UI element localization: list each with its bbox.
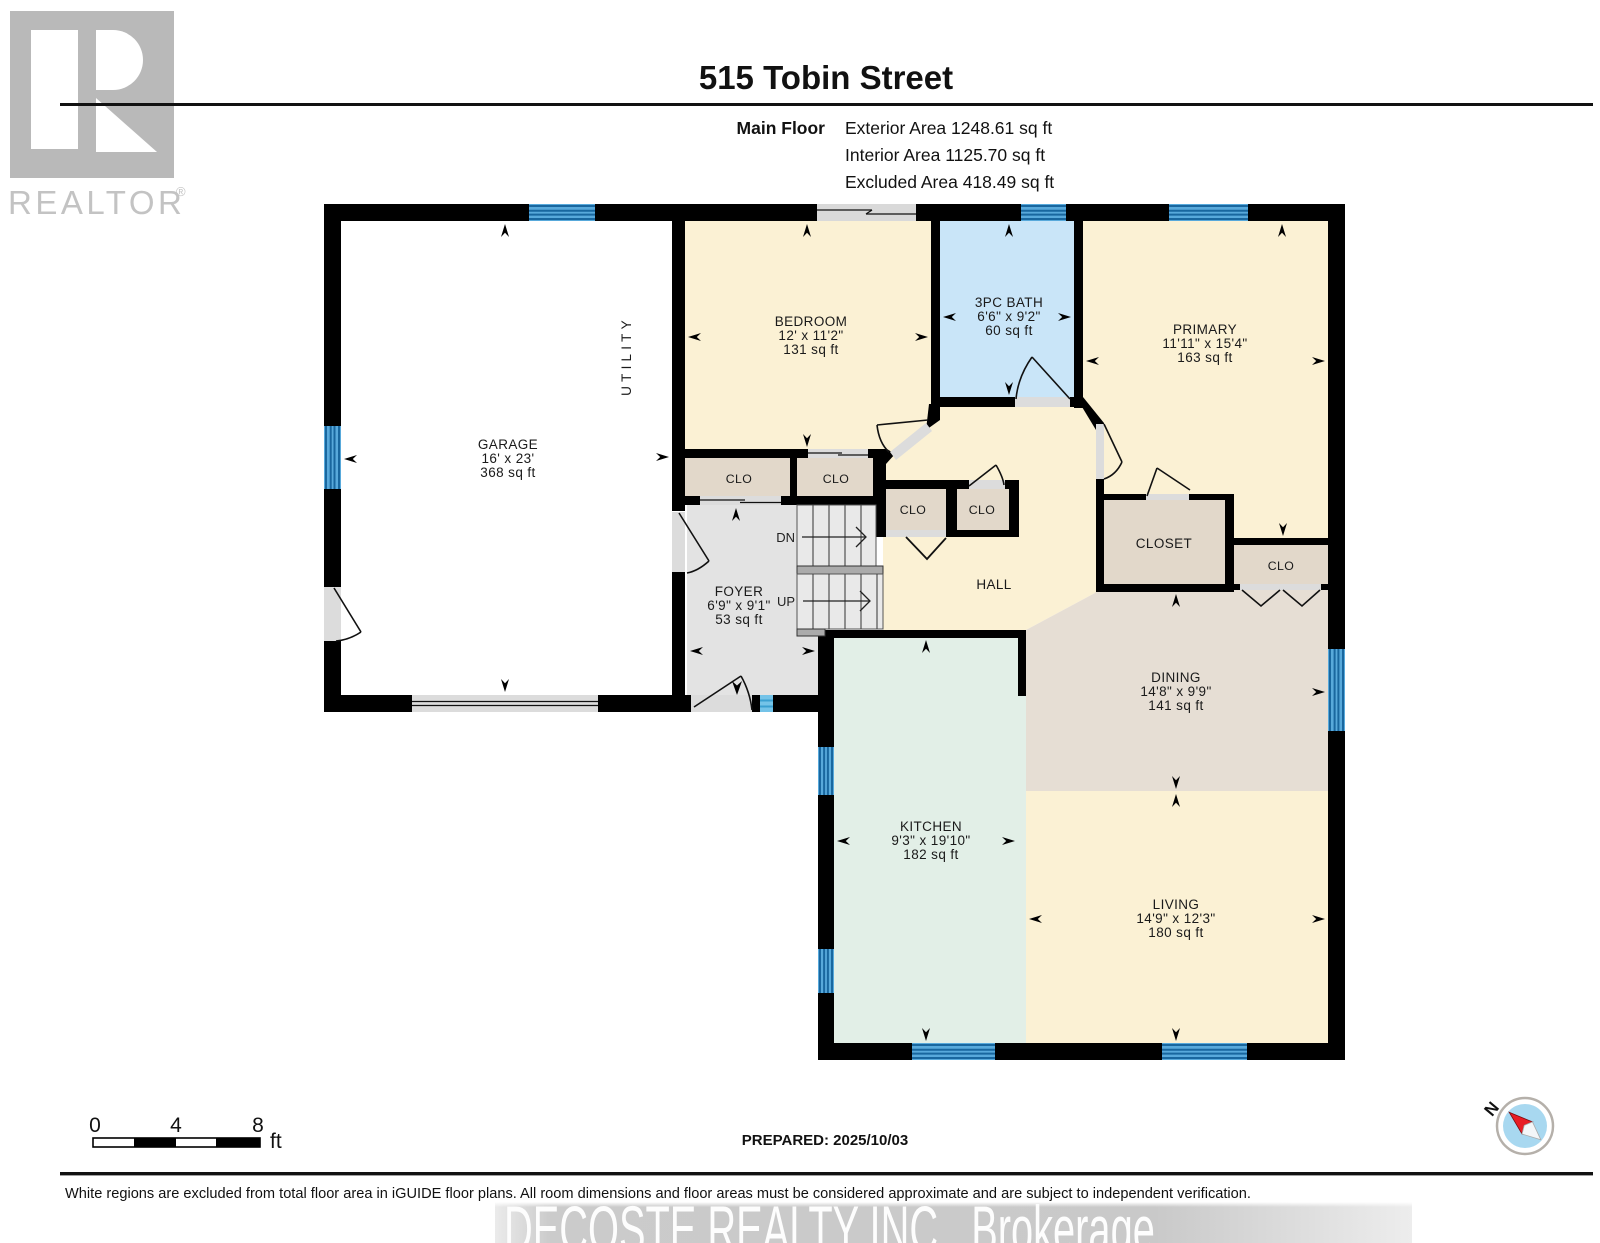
svg-text:8: 8	[252, 1114, 264, 1137]
svg-text:FOYER: FOYER	[715, 584, 764, 599]
svg-text:DECOSTE REALTY INC., Brokerage: DECOSTE REALTY INC., Brokerage	[504, 1193, 1155, 1243]
svg-text:®: ®	[176, 184, 186, 199]
svg-text:141 sq ft: 141 sq ft	[1148, 698, 1203, 713]
svg-text:14'8" x 9'9": 14'8" x 9'9"	[1140, 684, 1211, 699]
svg-text:DN: DN	[776, 530, 795, 545]
svg-text:515 Tobin Street: 515 Tobin Street	[699, 59, 953, 96]
svg-text:LIVING: LIVING	[1153, 897, 1200, 912]
svg-text:KITCHEN: KITCHEN	[900, 819, 962, 834]
svg-text:131 sq ft: 131 sq ft	[783, 342, 838, 357]
svg-text:UTILITY: UTILITY	[619, 316, 634, 396]
svg-text:PREPARED: 2025/10/03: PREPARED: 2025/10/03	[742, 1132, 908, 1149]
svg-text:CLO: CLO	[1268, 559, 1294, 573]
svg-text:180 sq ft: 180 sq ft	[1148, 925, 1203, 940]
svg-text:CLOSET: CLOSET	[1136, 536, 1192, 551]
svg-text:CLO: CLO	[900, 503, 926, 517]
svg-text:HALL: HALL	[976, 577, 1011, 592]
svg-text:CLO: CLO	[823, 472, 849, 486]
svg-text:9'3" x 19'10": 9'3" x 19'10"	[891, 833, 970, 848]
svg-text:6'9" x 9'1": 6'9" x 9'1"	[707, 598, 770, 613]
svg-text:Interior Area 1125.70 sq ft: Interior Area 1125.70 sq ft	[845, 145, 1045, 165]
svg-text:Exterior Area 1248.61 sq ft: Exterior Area 1248.61 sq ft	[845, 118, 1052, 138]
svg-text:ft: ft	[270, 1130, 282, 1153]
svg-text:UP: UP	[777, 594, 795, 609]
svg-text:Main Floor: Main Floor	[737, 118, 826, 138]
svg-text:182 sq ft: 182 sq ft	[903, 847, 958, 862]
svg-text:White regions are excluded fro: White regions are excluded from total fl…	[65, 1186, 1251, 1202]
svg-text:REALTOR: REALTOR	[8, 184, 185, 221]
svg-text:6'6" x 9'2": 6'6" x 9'2"	[977, 309, 1040, 324]
svg-text:368 sq ft: 368 sq ft	[480, 465, 535, 480]
svg-text:16' x 23': 16' x 23'	[481, 451, 534, 466]
svg-text:0: 0	[89, 1114, 101, 1137]
svg-text:CLO: CLO	[726, 472, 752, 486]
svg-text:BEDROOM: BEDROOM	[775, 314, 848, 329]
svg-text:CLO: CLO	[969, 503, 995, 517]
svg-text:163 sq ft: 163 sq ft	[1177, 350, 1232, 365]
svg-text:60 sq ft: 60 sq ft	[985, 323, 1032, 338]
svg-text:DINING: DINING	[1151, 670, 1201, 685]
svg-text:GARAGE: GARAGE	[478, 437, 538, 452]
svg-text:11'11" x 15'4": 11'11" x 15'4"	[1162, 336, 1247, 351]
svg-text:PRIMARY: PRIMARY	[1173, 322, 1237, 337]
svg-text:Excluded Area 418.49 sq ft: Excluded Area 418.49 sq ft	[845, 172, 1054, 192]
svg-text:53 sq ft: 53 sq ft	[715, 612, 762, 627]
svg-text:14'9" x 12'3": 14'9" x 12'3"	[1136, 911, 1215, 926]
svg-text:12' x 11'2": 12' x 11'2"	[778, 328, 843, 343]
svg-text:4: 4	[170, 1114, 182, 1137]
svg-text:3PC BATH: 3PC BATH	[975, 295, 1043, 310]
